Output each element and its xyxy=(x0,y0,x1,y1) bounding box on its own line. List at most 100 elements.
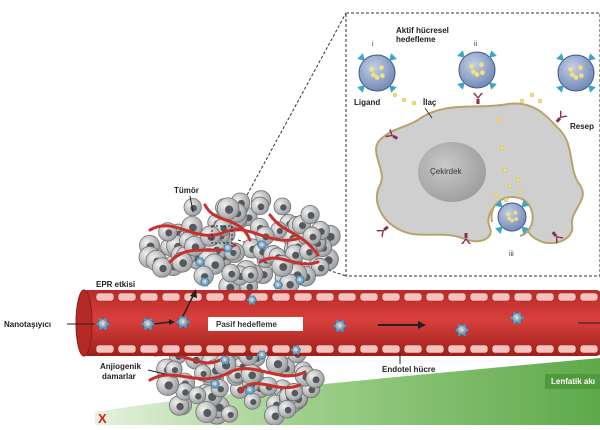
endothelial-cell xyxy=(381,344,401,354)
ligand-dot xyxy=(341,320,344,324)
tumor-cell-nucleus xyxy=(312,376,320,384)
receptor-icon xyxy=(555,110,568,123)
ligand-dot xyxy=(278,280,282,283)
endothelial-cell xyxy=(579,292,599,302)
ligand-dot xyxy=(221,355,225,358)
receptor-icon xyxy=(473,93,483,104)
tumor-cell-nucleus xyxy=(250,399,257,406)
ligand-dot xyxy=(196,257,200,260)
ligand-dot xyxy=(256,243,260,247)
ligand-dot xyxy=(250,385,254,388)
inset-drug-dot xyxy=(568,67,573,72)
ligand-dot xyxy=(272,283,276,287)
tumor-cell-nucleus xyxy=(179,259,188,267)
drug-molecule xyxy=(495,117,501,123)
tumor-cell-nucleus xyxy=(195,393,202,400)
inset-drug-dot xyxy=(573,75,579,80)
ligand-dot xyxy=(298,348,302,352)
ligand-dot xyxy=(207,280,211,284)
tumor-cell-nucleus xyxy=(224,205,234,214)
ligand-icon xyxy=(588,53,596,61)
ligand-dot xyxy=(300,275,304,278)
nanocarriers xyxy=(96,240,524,395)
ligand-dot xyxy=(99,318,102,322)
ligand-dot xyxy=(201,277,205,280)
angiogenic-label-2: damarlar xyxy=(102,372,136,381)
ligand-icon xyxy=(495,200,503,208)
drug-molecule xyxy=(499,145,505,151)
receptor-icon xyxy=(551,231,564,244)
receptor-icon xyxy=(385,128,399,140)
ligand-icon xyxy=(556,53,564,61)
drug-core xyxy=(248,388,252,392)
ligand-dot xyxy=(252,302,256,305)
endothelial-cell xyxy=(227,292,247,302)
ligand-dot xyxy=(224,250,228,253)
drug-molecule xyxy=(519,98,525,104)
drug-core xyxy=(276,283,280,287)
ligand-dot xyxy=(258,357,262,360)
ligand-dot xyxy=(455,328,459,332)
tumor-cell-nucleus xyxy=(257,203,265,211)
ligand-icon xyxy=(495,226,503,234)
ligand-dot xyxy=(246,298,250,302)
tumor-cell-nucleus xyxy=(271,412,280,421)
receptor-icon xyxy=(461,233,471,244)
ligand-icon xyxy=(457,50,465,58)
ligand-dot xyxy=(292,352,296,355)
ligand-dot xyxy=(222,246,226,250)
inset-drug-dot xyxy=(570,72,575,78)
ligand-icon xyxy=(588,85,596,93)
drug-molecule xyxy=(401,97,407,103)
ligand-dot xyxy=(184,324,187,328)
tumor-cell-nucleus xyxy=(291,389,299,397)
ligand-dot xyxy=(341,328,344,332)
drug-core xyxy=(226,246,230,250)
ligand-icon xyxy=(489,50,497,58)
tumor-cell-nucleus xyxy=(227,411,234,419)
ligand-dot xyxy=(458,332,461,336)
ligand-icon xyxy=(357,85,365,93)
tumor-cell-nucleus xyxy=(176,402,184,411)
ligand-dot xyxy=(106,322,110,326)
roman-iii: iii xyxy=(509,251,514,258)
ligand-dot xyxy=(520,316,524,320)
ligand-dot xyxy=(292,345,296,348)
roman-i: i xyxy=(372,41,374,48)
ligand-dot xyxy=(290,348,294,352)
passive-targeting-box xyxy=(208,317,303,331)
tumor-label: Tümör xyxy=(174,186,199,195)
nucleus xyxy=(418,142,486,202)
endothelial-cell xyxy=(447,292,467,302)
epr-arrow xyxy=(182,295,194,317)
drug-molecule xyxy=(537,98,543,104)
ligand-dot xyxy=(258,240,262,243)
ligand-dot xyxy=(246,392,250,395)
tumor-cell-nucleus xyxy=(279,263,288,272)
drug-molecule xyxy=(517,189,523,195)
ligand-dot xyxy=(510,316,514,320)
ligand-dot xyxy=(200,257,204,260)
ligand-dot xyxy=(518,312,521,316)
drug-core xyxy=(515,316,519,320)
tumor-cell-nucleus xyxy=(247,272,255,279)
tumor-zoom-marker xyxy=(211,225,233,244)
tumor-cell-nucleus xyxy=(280,204,287,211)
inset-drug-dot xyxy=(505,212,510,217)
drug-core xyxy=(223,358,227,362)
drug-molecule xyxy=(507,183,513,189)
inset-nanocarriers xyxy=(357,50,596,234)
entry-arrow xyxy=(153,321,171,325)
tumor-cell-nucleus xyxy=(220,225,227,232)
tumor-cell-nucleus xyxy=(182,389,189,396)
inset-drug-dot xyxy=(369,67,374,72)
drug-molecule xyxy=(502,167,508,173)
ligand-dot xyxy=(228,250,232,253)
endothelial-cell xyxy=(293,292,313,302)
endothelial-cell xyxy=(183,344,203,354)
tumor-cell-nucleus xyxy=(215,403,224,412)
endothelial-cell xyxy=(535,344,555,354)
ligand-dot xyxy=(518,320,521,324)
tumor-cell-nucleus xyxy=(189,223,197,232)
inset-drug-dot xyxy=(471,69,476,75)
